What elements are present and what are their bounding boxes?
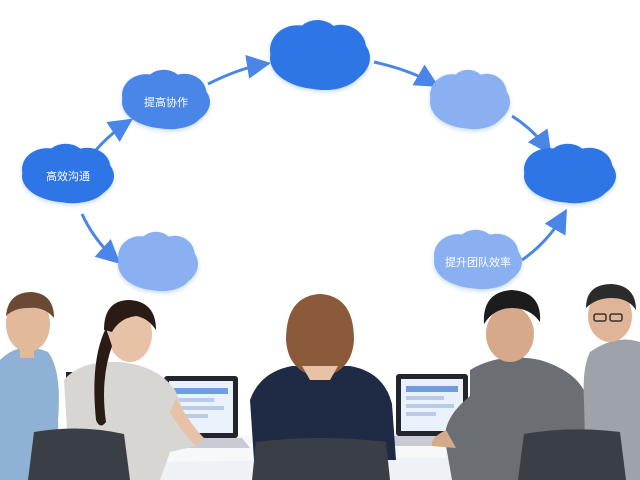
arrow-upper-right-to-right [511, 114, 552, 155]
cloud-upper-left: 提高协作 [122, 69, 210, 130]
cloud-upper-right [430, 69, 510, 130]
cloud-lower-right: 提升团队效率 [434, 229, 522, 290]
cloud-top [270, 20, 370, 90]
chair-left [28, 428, 130, 480]
cloud-right [524, 143, 616, 204]
chair-center [252, 438, 390, 480]
cloud-left-label: 高效沟通 [46, 169, 90, 183]
arrow-top-to-upper-right [373, 60, 440, 88]
cloud-lower-left [118, 231, 198, 292]
cycle-arrows [80, 54, 567, 265]
cloud-lower-right-label: 提升团队效率 [445, 255, 511, 269]
chair-right [518, 429, 626, 480]
arrow-upper-left-to-top [207, 54, 271, 86]
person-woman-navy-blazer [250, 294, 396, 460]
arrow-left-to-lower-left [80, 213, 121, 265]
arrow-lower-right-to-right [521, 208, 567, 262]
arrow-left-to-upper-left [94, 118, 133, 151]
cloud-left: 高效沟通 [22, 143, 114, 204]
cloud-upper-left-label: 提高协作 [144, 95, 188, 109]
